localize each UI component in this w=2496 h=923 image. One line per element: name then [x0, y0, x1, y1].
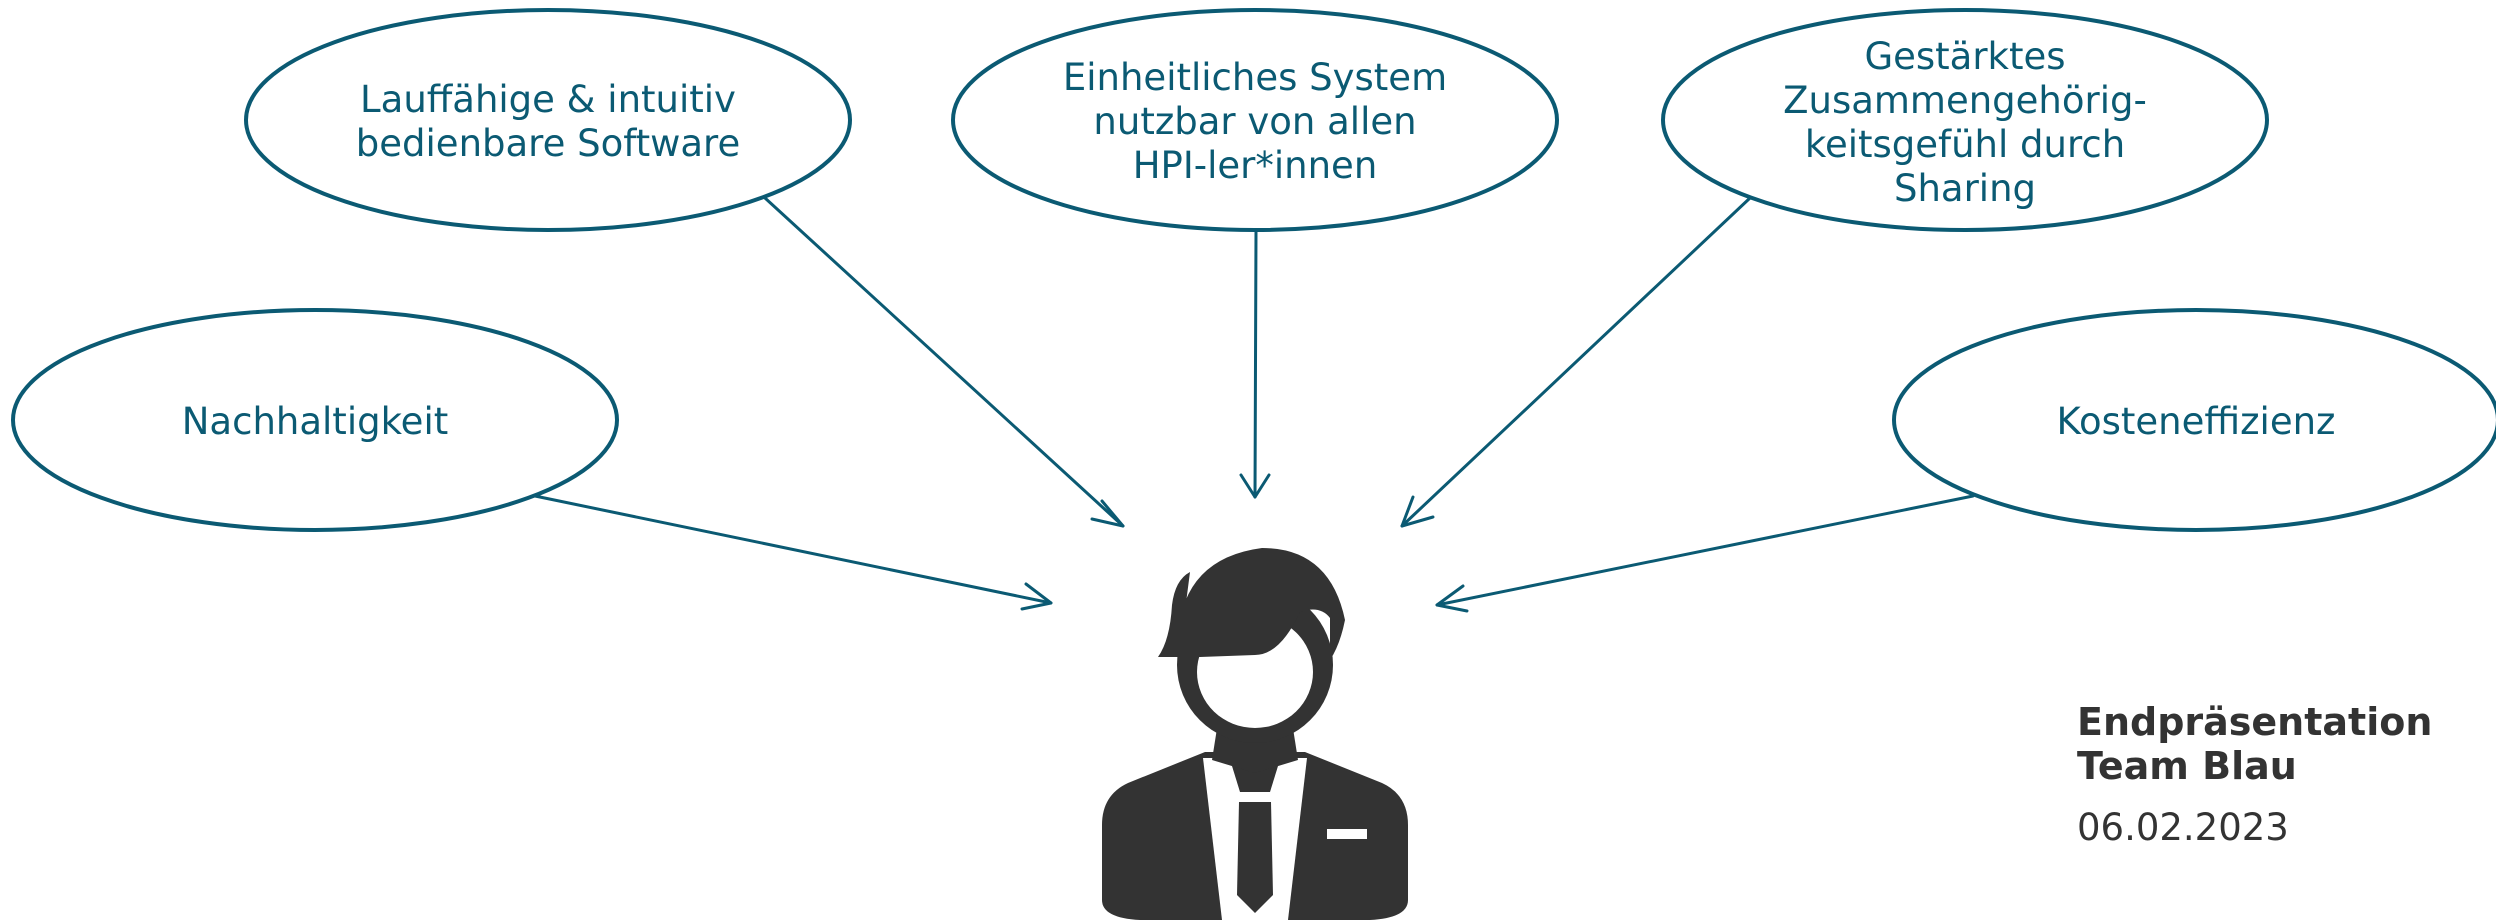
goal-ellipse-sustainability — [11, 308, 619, 532]
arrow-system — [1239, 228, 1271, 499]
goal-ellipse-software — [244, 8, 852, 232]
goal-ellipse-community — [1661, 8, 2269, 232]
goal-label-software: Lauffähige & intuitiv bedienbare Softwar… — [355, 78, 741, 165]
arrow-sustainability — [533, 494, 1053, 611]
presentation-date: 06.02.2023 — [2077, 806, 2289, 849]
goal-label-cost: Kosteneffizienz — [2056, 400, 2336, 443]
arrow-community — [1400, 196, 1752, 528]
goal-ellipse-cost — [1892, 308, 2496, 532]
goal-label-system: Einheitliches System nutzbar von allen H… — [1062, 56, 1448, 187]
presentation-title: Endpräsentation Team Blau — [2077, 700, 2433, 788]
arrow-software — [763, 196, 1125, 528]
businessman-icon — [1102, 548, 1408, 920]
arrow-cost — [1435, 494, 1975, 613]
goal-label-sustainability: Nachhaltigkeit — [181, 400, 449, 443]
footer: Endpräsentation Team Blau 06.02.2023 — [2077, 700, 2432, 850]
goal-label-community: Gestärktes Zusammengehörig- keitsgefühl … — [1783, 35, 2147, 210]
